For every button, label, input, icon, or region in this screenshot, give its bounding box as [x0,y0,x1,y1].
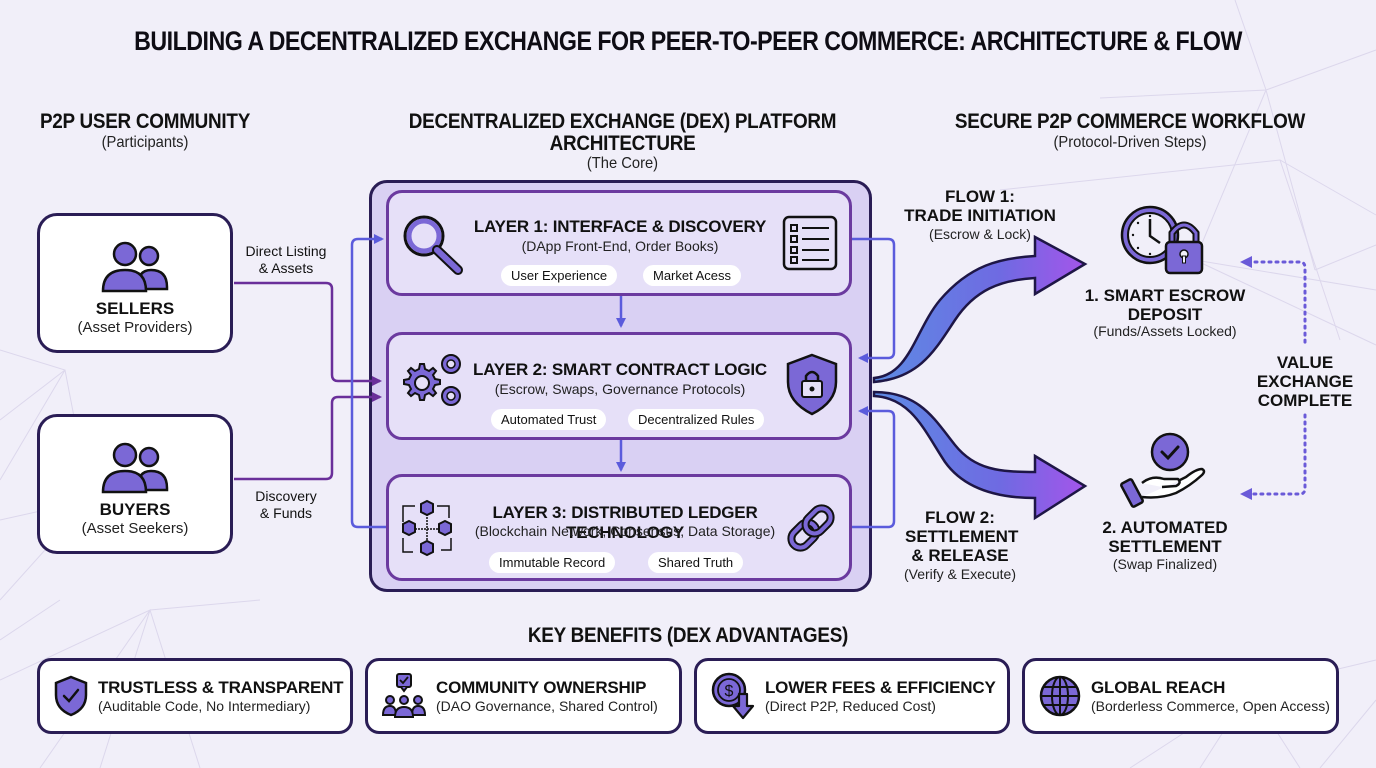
flow-2-line1: FLOW 2: [925,508,995,527]
tag-automated-trust: Automated Trust [491,409,607,430]
value-exchange-loop-bottom [1246,413,1307,496]
layer-2-subtitle: (Escrow, Swaps, Governance Protocols) [494,381,746,397]
shield-lock-icon [786,353,838,416]
value-exchange-line3: COMPLETE [1257,391,1353,410]
buyers-card[interactable]: BUYERS (Asset Seekers) [37,414,233,554]
svg-text:$: $ [725,683,734,700]
section-title-user-community: P2P USER COMMUNITY [39,110,251,133]
flow-1-line2: TRADE INITIATION [904,206,1056,225]
benefit-community-title: COMMUNITY OWNERSHIP [436,678,647,697]
section-title-workflow: SECURE P2P COMMERCE WORKFLOW [954,110,1306,133]
flow-1-subtitle: (Escrow & Lock) [929,226,1031,242]
buyer-flow-label-line2: & Funds [259,505,313,521]
layer-1-title: LAYER 1: INTERFACE & DISCOVERY [473,217,767,236]
value-exchange-arrowhead-top [1240,256,1252,268]
sellers-card[interactable]: SELLERS (Asset Providers) [37,213,233,353]
section-title-dex-line1: DECENTRALIZED EXCHANGE (DEX) PLATFORM [408,110,837,133]
step-2-line2: SETTLEMENT [1108,537,1222,556]
shield-check-icon [54,675,88,717]
flow-2-subtitle: (Verify & Execute) [903,566,1017,582]
layer3-to-layer1-loop-connector [350,234,386,529]
tag-decentralized-rules: Decentralized Rules [628,409,765,430]
buyers-sublabel: (Asset Seekers) [81,520,189,537]
benefit-fees-sub: (Direct P2P, Reduced Cost) [765,698,936,714]
seller-to-layer2-connector [234,281,382,386]
step-1-subtitle: (Funds/Assets Locked) [1093,323,1237,339]
layer-3-distributed-ledger[interactable] [386,474,852,581]
step-2-title: 2. AUTOMATED SETTLEMENT [1080,518,1250,556]
flow-1-line1: FLOW 1: [945,187,1015,206]
magnifier-icon [403,215,463,275]
benefit-global-sub: (Borderless Commerce, Open Access) [1091,698,1330,714]
benefits-title: KEY BENEFITS (DEX ADVANTAGES) [527,624,849,647]
benefit-card-community[interactable]: COMMUNITY OWNERSHIP (DAO Governance, Sha… [365,658,682,734]
section-subtitle-participants: (Participants) [101,134,189,151]
benefit-card-global-reach[interactable]: GLOBAL REACH (Borderless Commerce, Open … [1022,658,1339,734]
step-1-line2: DEPOSIT [1127,305,1203,324]
benefit-community-sub: (DAO Governance, Shared Control) [436,698,658,714]
step-2-line1: 2. AUTOMATED [1102,518,1228,537]
tag-shared-truth: Shared Truth [648,552,744,573]
layer-2-title: LAYER 2: SMART CONTRACT LOGIC [473,360,767,379]
benefit-trustless-sub: (Auditable Code, No Intermediary) [98,698,311,714]
step-1-line1: 1. SMART ESCROW [1084,286,1246,305]
section-subtitle-core: (The Core) [586,155,659,172]
benefit-trustless-title: TRUSTLESS & TRANSPARENT [98,678,344,697]
main-title: BUILDING A DECENTRALIZED EXCHANGE FOR PE… [134,26,1242,56]
flow-2-line3: & RELEASE [911,546,1009,565]
dollar-down-icon: $ [711,672,755,720]
seller-flow-label-line1: Direct Listing [245,243,327,259]
section-subtitle-steps: (Protocol-Driven Steps) [1053,134,1207,151]
gears-icon [403,354,461,406]
clock-lock-icon [1120,205,1204,275]
flow-1-label: FLOW 1: TRADE INITIATION [900,187,1060,225]
layer-1-interface-discovery[interactable] [386,190,852,296]
benefit-global-title: GLOBAL REACH [1091,678,1226,697]
step-2-subtitle: (Swap Finalized) [1112,556,1218,572]
flow-2-line2: SETTLEMENT [905,527,1019,546]
blockchain-network-icon [402,499,452,557]
tag-immutable-record: Immutable Record [489,552,616,573]
checklist-icon [782,215,838,271]
tag-user-experience: User Experience [501,265,618,286]
globe-icon [1039,675,1081,717]
seller-flow-label: Direct Listing & Assets [236,243,336,277]
sellers-sublabel: (Asset Providers) [77,319,193,336]
users-icon [101,442,169,494]
buyer-to-layer2-connector [234,392,382,481]
layer3-to-layer2-right-loop [852,406,896,529]
community-vote-icon [381,673,427,718]
layer1-to-layer2-right-loop [852,237,896,363]
layer-1-subtitle: (DApp Front-End, Order Books) [521,238,719,254]
value-exchange-line1: VALUE [1276,353,1334,372]
hand-check-icon [1120,432,1206,508]
buyer-flow-label: Discovery & Funds [236,488,336,522]
value-exchange-loop-top [1246,260,1307,347]
step-1-title: 1. SMART ESCROW DEPOSIT [1080,286,1250,324]
section-title-dex-line2: ARCHITECTURE [549,132,696,155]
value-exchange-arrowhead-bottom [1240,488,1252,500]
flow-1-arrow [872,234,1088,384]
buyer-flow-label-line1: Discovery [255,488,317,504]
value-exchange-line2: EXCHANGE [1256,372,1354,391]
chain-link-icon [787,504,835,552]
layer-2-smart-contract-logic[interactable] [386,332,852,440]
value-exchange-label: VALUE EXCHANGE COMPLETE [1250,353,1360,410]
seller-flow-label-line2: & Assets [258,260,314,276]
layer-3-subtitle: (Blockchain Network, Consensus, Data Sto… [474,523,776,539]
sellers-label: SELLERS [95,299,175,318]
tag-market-access: Market Acess [643,265,742,286]
users-icon [101,241,169,293]
benefit-fees-title: LOWER FEES & EFFICIENCY [765,678,996,697]
benefit-card-trustless[interactable]: TRUSTLESS & TRANSPARENT (Auditable Code,… [37,658,353,734]
buyers-label: BUYERS [99,500,171,519]
layer-3-title: LAYER 3: DISTRIBUTED LEDGER TECHNOLOGY [492,503,758,542]
flow-2-label: FLOW 2: SETTLEMENT & RELEASE [905,508,1019,565]
benefit-card-lower-fees[interactable]: $ LOWER FEES & EFFICIENCY (Direct P2P, R… [694,658,1010,734]
flow-2-arrow [872,390,1088,521]
